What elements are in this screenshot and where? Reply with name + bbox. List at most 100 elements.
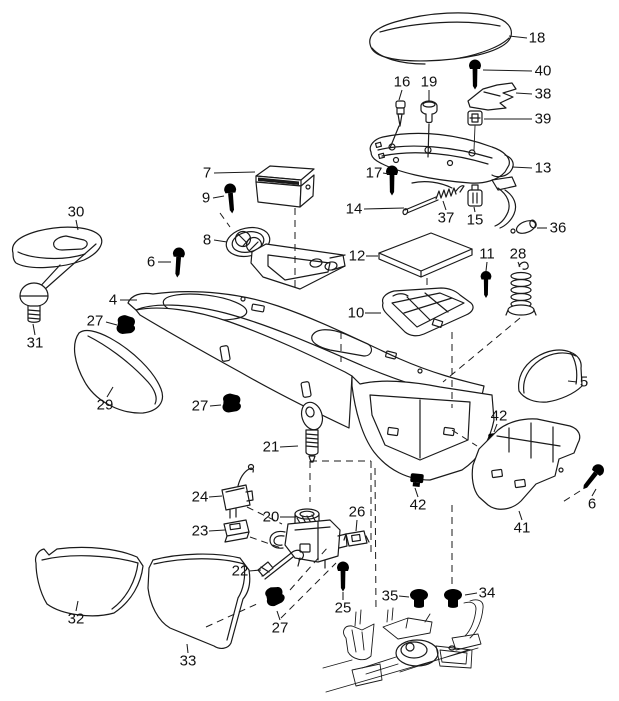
callout-leader-16 — [398, 89, 403, 101]
part-29-side-trim-panel — [73, 329, 164, 414]
callout-28: 28 — [510, 246, 527, 263]
part-40-screw — [469, 59, 481, 90]
part-24-micro-switch — [221, 463, 255, 519]
callout-25: 25 — [335, 600, 352, 617]
callout-17: 17 — [366, 165, 383, 182]
part-6-screw-right — [578, 461, 607, 493]
callout-33: 33 — [180, 653, 197, 670]
part-7-storage-compartment — [255, 165, 315, 208]
callout-35: 35 — [382, 588, 399, 605]
callout-23: 23 — [192, 523, 209, 540]
callout-leader-40 — [482, 69, 533, 72]
part-6-screw-left — [171, 247, 186, 278]
part-5-cover-cap — [518, 349, 583, 403]
callout-19: 19 — [421, 74, 438, 91]
callout-15: 15 — [467, 212, 484, 229]
part-26-speed-nut — [343, 530, 370, 547]
callout-leader-31 — [32, 323, 36, 336]
callout-31: 31 — [27, 335, 44, 352]
callout-leader-29 — [106, 386, 114, 398]
part-28-compression-spring — [505, 261, 537, 316]
callout-38: 38 — [535, 86, 552, 103]
callout-30: 30 — [68, 204, 85, 221]
callout-29: 29 — [97, 397, 114, 414]
callout-5: 5 — [580, 374, 588, 391]
callout-leader-38 — [515, 92, 533, 95]
callout-leader-14 — [363, 207, 405, 210]
part-20-lock-mechanism — [269, 508, 348, 569]
callout-leader-42-a — [493, 423, 498, 433]
callout-4: 4 — [109, 292, 117, 309]
callout-leader-24 — [208, 495, 223, 498]
callout-27-a: 27 — [87, 313, 104, 330]
part-27-retaining-clip-c — [264, 584, 287, 608]
part-18-armrest-lid — [369, 12, 512, 65]
part-23-mounting-bracket — [223, 519, 250, 543]
callout-41: 41 — [514, 520, 531, 537]
callout-leader-42-b — [414, 487, 419, 498]
callout-leader-27-a — [105, 321, 118, 326]
part-14-push-rod — [402, 196, 439, 216]
callout-39: 39 — [535, 111, 552, 128]
callout-10: 10 — [348, 305, 365, 322]
callout-16: 16 — [394, 74, 411, 91]
callout-leader-41 — [518, 510, 523, 521]
part-41-rear-support-bracket — [471, 418, 581, 510]
callout-leader-37 — [442, 200, 447, 211]
part-39-square-nut — [467, 110, 483, 126]
part-16-detent-pin — [389, 100, 406, 149]
callout-leader-11 — [485, 261, 488, 272]
part-9-screw — [223, 182, 239, 214]
part-27-retaining-clip-b — [222, 393, 242, 414]
callout-36: 36 — [550, 220, 567, 237]
callout-42-b: 42 — [410, 497, 427, 514]
callout-leader-8 — [213, 239, 228, 243]
part-12-rubber-mat — [378, 232, 473, 278]
callout-leader-13 — [511, 166, 533, 169]
callout-14: 14 — [346, 201, 363, 218]
callout-9: 9 — [202, 190, 210, 207]
callout-18: 18 — [529, 30, 546, 47]
callout-24: 24 — [192, 489, 209, 506]
callout-leader-34 — [464, 592, 478, 596]
callout-13: 13 — [535, 160, 552, 177]
callout-leader-5 — [567, 380, 578, 383]
part-36-hinge-strap — [491, 176, 537, 234]
callout-leader-27-b — [209, 404, 222, 407]
callout-leader-27-c — [276, 610, 281, 621]
part-39-alignment-line — [473, 125, 476, 151]
callout-11: 11 — [479, 246, 495, 263]
part-4-center-console-body — [127, 291, 495, 481]
callout-34: 34 — [479, 585, 496, 602]
callout-37: 37 — [438, 210, 455, 227]
part-22-actuating-lever — [257, 549, 305, 580]
callout-22: 22 — [232, 563, 249, 580]
callout-leader-21 — [279, 445, 299, 448]
part-42-clip-b — [409, 473, 424, 488]
part-15-latch-clip — [467, 184, 483, 207]
part-10-rubber-insert-grid — [381, 287, 474, 337]
part-25-screw — [337, 561, 349, 592]
part-38-hinge-bracket — [467, 82, 517, 111]
part-8-cupholder-insert — [225, 226, 346, 290]
callout-20: 20 — [263, 509, 280, 526]
callout-leader-35 — [398, 595, 410, 598]
callout-leader-22 — [248, 569, 262, 572]
callout-6-left: 6 — [147, 254, 155, 271]
part-35-rubber-buffer — [410, 589, 428, 608]
part-11-screw — [480, 270, 492, 298]
callout-leader-26 — [355, 519, 358, 532]
part-31-grommet-plug — [19, 282, 49, 323]
part-34-rubber-buffer — [444, 589, 462, 608]
callout-21: 21 — [263, 439, 280, 456]
floor-bracket-reference — [322, 599, 484, 693]
callout-6-right: 6 — [588, 496, 596, 513]
callout-7: 7 — [203, 165, 211, 182]
part-32-side-panel-left — [34, 546, 144, 617]
callout-leader-7 — [213, 171, 256, 174]
callout-leader-32 — [75, 600, 79, 612]
part-33-side-panel-right — [147, 553, 251, 649]
